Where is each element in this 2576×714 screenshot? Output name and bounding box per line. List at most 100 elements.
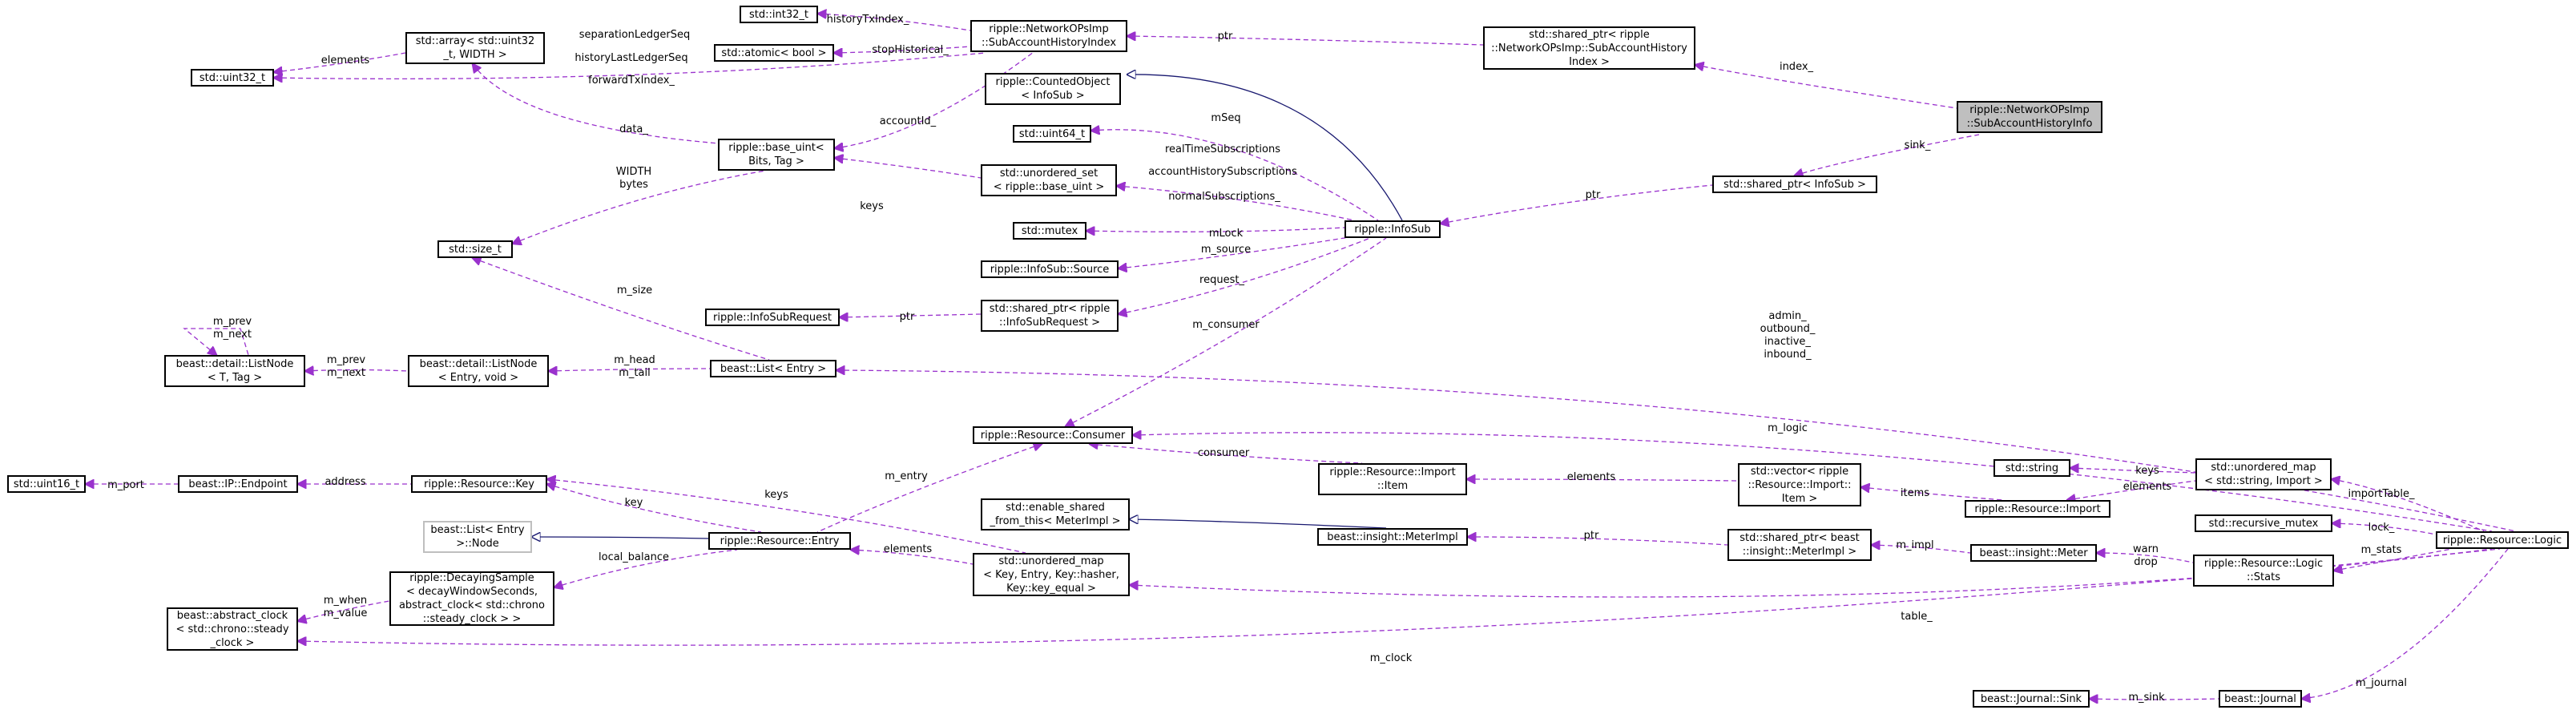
class-node-label: < std::chrono::steady (175, 623, 289, 635)
class-node-vector-item[interactable]: std::vector< ripple::Resource::Import::I… (1738, 463, 1861, 506)
class-node-key[interactable]: ripple::Resource::Key (411, 475, 547, 493)
class-node-atomic-bool[interactable]: std::atomic< bool > (714, 44, 834, 62)
usage-edge-7 (274, 52, 986, 79)
class-node-int32[interactable]: std::int32_t (740, 6, 818, 23)
edge-label-line: m_prev (326, 354, 366, 366)
class-node-isr[interactable]: ripple::InfoSubRequest (705, 309, 840, 326)
class-node-uint32[interactable]: std::uint32_t (191, 69, 274, 87)
class-node-label: < std::string, Import > (2204, 475, 2323, 487)
edge-label-line: elements (1566, 471, 1616, 483)
class-node-sp-isr[interactable]: std::shared_ptr< ripple::InfoSubRequest … (981, 300, 1119, 332)
class-node-source[interactable]: ripple::InfoSub::Source (981, 260, 1119, 278)
class-node-sp-meterimpl[interactable]: std::shared_ptr< beast::insight::MeterIm… (1727, 529, 1872, 561)
edge-label-line: elements (2122, 481, 2172, 493)
usage-edge-47 (2090, 699, 2219, 700)
edge-label-mjournal: m_journal (2356, 677, 2407, 690)
edge-label-line: mSeq (1211, 112, 1241, 124)
edge-label-line: m_next (213, 329, 252, 341)
class-node-mutex[interactable]: std::mutex (1013, 222, 1086, 240)
edge-label-keys3: keys (2135, 465, 2159, 478)
class-node-infosub[interactable]: ripple::InfoSub (1344, 220, 1441, 238)
class-node-sahi[interactable]: ripple::NetworkOPsImp::SubAccountHistory… (970, 20, 1127, 52)
class-node-counted[interactable]: ripple::CountedObject< InfoSub > (985, 73, 1121, 105)
edge-label-line: keys (2135, 465, 2159, 477)
edge-label-line: m_port (107, 479, 144, 491)
class-node-rmutex[interactable]: std::recursive_mutex (2195, 514, 2332, 532)
usage-edge-12 (835, 158, 982, 179)
class-node-clock[interactable]: beast::abstract_clock< std::chrono::stea… (167, 607, 298, 651)
class-node-label: ::Item (1377, 480, 1409, 492)
class-node-string[interactable]: std::string (1993, 459, 2070, 477)
edge-label-line: realTimeSubscriptions (1165, 143, 1280, 155)
class-node-label: ripple::base_uint< (728, 142, 824, 154)
usage-edge-4 (818, 14, 971, 31)
usage-edge-21 (305, 370, 409, 372)
usage-edge-45 (298, 548, 2501, 645)
class-node-list-entry[interactable]: beast::List< Entry > (710, 360, 836, 377)
class-node-list-node[interactable]: beast::List< Entry>::Node (423, 521, 532, 553)
class-node-label: std::uint32_t (199, 71, 266, 84)
class-node-import[interactable]: ripple::Resource::Import (1965, 500, 2110, 518)
edge-label-keys1: keys (860, 200, 884, 213)
class-node-label: ::SubAccountHistoryInfo (1966, 118, 2093, 130)
edge-label-line: m_impl (1896, 539, 1934, 551)
class-node-label: ripple::CountedObject (995, 76, 1111, 88)
class-node-umap-str[interactable]: std::unordered_map< std::string, Import … (2195, 458, 2332, 490)
class-node-listnode-t[interactable]: beast::detail::ListNode< T, Tag > (164, 355, 305, 387)
class-node-array[interactable]: std::array< std::uint32_t, WIDTH > (405, 32, 545, 64)
class-node-label: < ripple::base_uint > (993, 181, 1105, 193)
class-node-label: std::int32_t (749, 8, 808, 21)
class-node-meterimpl[interactable]: beast::insight::MeterImpl (1317, 528, 1468, 546)
class-node-decaying[interactable]: ripple::DecayingSample< decayWindowSecon… (389, 571, 554, 626)
class-node-entry[interactable]: ripple::Resource::Entry (708, 532, 851, 550)
usage-edge-8 (274, 52, 406, 72)
class-node-label: ripple::InfoSub (1354, 223, 1431, 236)
edge-label-line: table_ (1901, 611, 1933, 623)
usage-edge-1 (1795, 134, 1980, 175)
edge-label-line: lock_ (2368, 522, 2395, 534)
edge-label-separation: separationLedgerSeq (579, 29, 691, 42)
class-node-consumer[interactable]: ripple::Resource::Consumer (973, 426, 1133, 444)
edge-label-data: data_ (619, 123, 648, 136)
class-node-uint64[interactable]: std::uint64_t (1013, 125, 1091, 143)
usage-edge-15 (1119, 236, 1355, 268)
class-node-label: ripple::Resource::Import (1974, 502, 2101, 515)
class-node-sink[interactable]: beast::Journal::Sink (1973, 690, 2090, 708)
class-node-import-item[interactable]: ripple::Resource::Import::Item (1318, 463, 1467, 495)
usage-edge-16 (1119, 237, 1371, 314)
class-node-label: ripple::Resource::Import (1329, 466, 1456, 478)
class-node-enable-shared[interactable]: std::enable_shared_from_this< MeterImpl … (981, 498, 1130, 530)
usage-edge-18 (1066, 237, 1387, 426)
class-node-label: std::unordered_set (999, 167, 1099, 180)
class-node-logic[interactable]: ripple::Resource::Logic (2436, 531, 2569, 549)
class-node-sp-infosub[interactable]: std::shared_ptr< InfoSub > (1712, 175, 1877, 193)
edge-label-mconsumer: m_consumer (1192, 319, 1260, 332)
class-node-meter[interactable]: beast::insight::Meter (1970, 544, 2097, 562)
class-node-umap-key[interactable]: std::unordered_map< Key, Entry, Key::has… (973, 553, 1130, 596)
edge-label-accountId: accountId_ (880, 115, 936, 128)
class-node-size-t[interactable]: std::size_t (437, 240, 513, 258)
class-node-label: ripple::Resource::Entry (720, 534, 840, 547)
class-node-base-uint[interactable]: ripple::base_uint<Bits, Tag > (718, 139, 835, 171)
edge-label-historyLast: historyLastLedgerSeq (574, 52, 687, 65)
class-node-endpoint[interactable]: beast::IP::Endpoint (178, 475, 298, 493)
class-node-uint16[interactable]: std::uint16_t (7, 475, 86, 493)
class-node-sp-index[interactable]: std::shared_ptr< ripple::NetworkOPsImp::… (1483, 26, 1695, 70)
class-node-listnode-e[interactable]: beast::detail::ListNode< Entry, void > (408, 355, 549, 387)
class-node-label: Key::key_equal > (1006, 582, 1096, 595)
class-node-label: < Entry, void > (437, 372, 519, 384)
class-node-label: < Key, Entry, Key::hasher, (983, 568, 1119, 581)
edge-label-request: request_ (1199, 274, 1244, 287)
edge-label-line: m_journal (2356, 677, 2407, 689)
class-node-stats[interactable]: ripple::Resource::Logic::Stats (2193, 555, 2334, 587)
class-node-label: std::shared_ptr< ripple (989, 303, 1111, 315)
class-node-unordered-set[interactable]: std::unordered_set< ripple::base_uint > (981, 164, 1117, 196)
class-node-focus[interactable]: ripple::NetworkOPsImp::SubAccountHistory… (1957, 101, 2102, 133)
class-node-journal[interactable]: beast::Journal (2219, 690, 2302, 708)
edge-label-line: drop (2134, 556, 2158, 568)
class-node-label: ripple::NetworkOPsImp (989, 23, 1109, 35)
class-node-label: beast::Journal::Sink (1980, 692, 2082, 705)
class-node-label: beast::insight::MeterImpl (1327, 530, 1458, 543)
class-node-label: ripple::InfoSubRequest (713, 311, 832, 324)
